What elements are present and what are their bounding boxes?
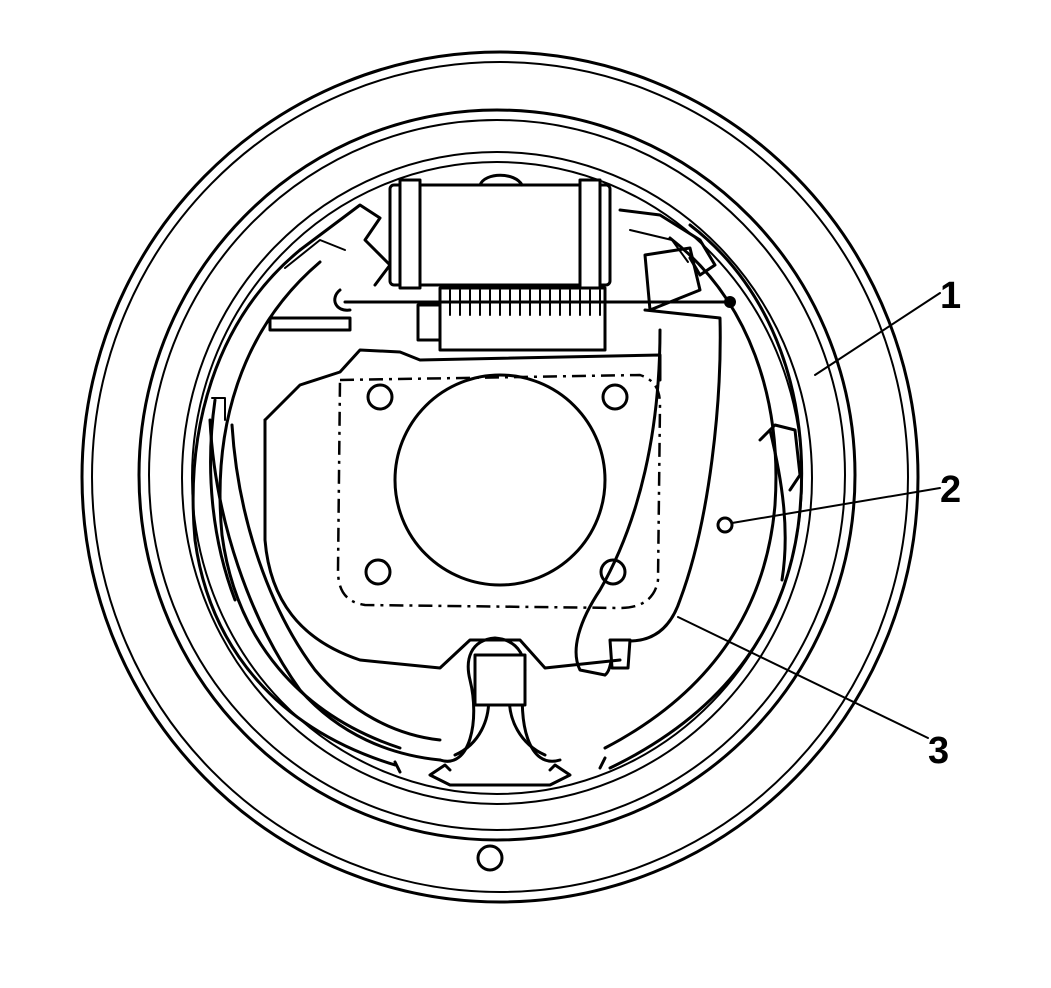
axle-flange (263, 348, 662, 670)
bolt-hole (366, 383, 394, 411)
hold-down-pin (716, 516, 734, 534)
bolt-hole (599, 558, 627, 586)
right-brake-shoe (598, 208, 804, 770)
bolt-hole (601, 383, 629, 411)
anchor-spring (428, 636, 572, 787)
axle-bore (393, 373, 607, 587)
callout-leaders (677, 292, 941, 739)
left-brake-shoe (191, 203, 442, 774)
wheel-cylinder (388, 173, 612, 290)
callout-label-3: 3 (928, 730, 949, 772)
callout-label-2: 2 (940, 469, 961, 511)
adjuster-spring (268, 286, 736, 352)
bolt-hole (364, 558, 392, 586)
backing-plate (80, 50, 920, 904)
callout-label-1: 1 (940, 275, 961, 317)
backing-plate-hole (476, 844, 504, 872)
